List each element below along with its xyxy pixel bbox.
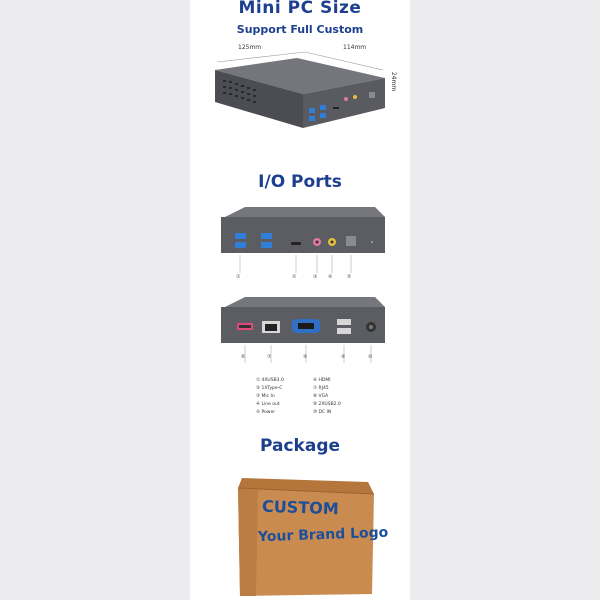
legend-item: ⑨ 2XUSB2.0 [313, 402, 341, 407]
legend-front: ① 4XUSB3.0 ② 1XType-C ③ Mic In ④ Line ou… [256, 377, 284, 417]
side-panel-left [0, 0, 190, 600]
front-marker-5: ⑤ [347, 274, 352, 280]
legend-item: ④ Line out [256, 402, 280, 407]
back-marker-9: ⑨ [341, 354, 346, 360]
front-panel-image [221, 207, 385, 273]
front-marker-3: ③ [313, 274, 318, 280]
legend-item: ⑧ VGA [313, 394, 329, 399]
legend-item: ⑥ HDMI [313, 378, 331, 383]
back-marker-7: ⑦ [267, 354, 272, 360]
legend-item: ⑦ RJ45 [313, 386, 329, 391]
side-panel-right [410, 0, 600, 600]
box-custom-text: CUSTOM [261, 496, 340, 519]
back-panel-image [221, 297, 385, 363]
dim-length: 125mm [238, 44, 262, 51]
back-marker-6: ⑥ [241, 354, 246, 360]
front-marker-4: ④ [328, 274, 333, 280]
legend-item: ② 1XType-C [256, 386, 283, 391]
back-marker-10: ⑩ [368, 354, 373, 360]
front-marker-1: ① [236, 274, 241, 280]
legend-item: ⑩ DC IN [313, 410, 332, 415]
legend-item: ③ Mic In [256, 394, 275, 399]
front-marker-2: ② [292, 274, 297, 280]
cardboard-box-image [237, 478, 375, 596]
package-title: Package [259, 436, 341, 456]
dim-width: 114mm [343, 44, 367, 51]
io-title: I/O Ports [258, 172, 342, 192]
size-title: Mini PC Size [238, 0, 362, 18]
size-subtitle: Support Full Custom [236, 23, 364, 36]
legend-back: ⑥ HDMI ⑦ RJ45 ⑧ VGA ⑨ 2XUSB2.0 ⑩ DC IN [313, 377, 341, 417]
legend-item: ① 4XUSB3.0 [256, 378, 284, 383]
legend-item: ⑤ Power [256, 410, 276, 415]
mini-pc-iso-image [215, 51, 385, 128]
back-marker-8: ⑧ [303, 354, 308, 360]
